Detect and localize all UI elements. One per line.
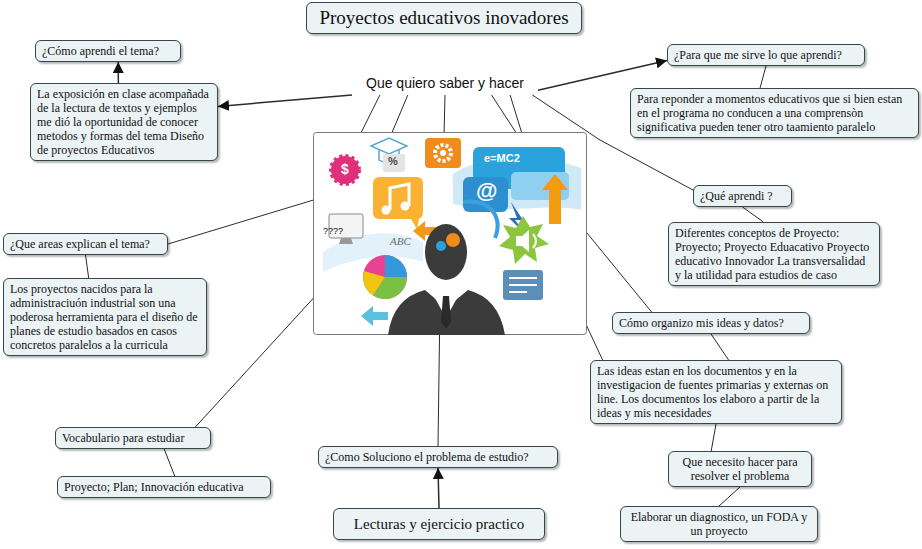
illustration-shape [440,150,446,156]
concept-box: Lecturas y ejercicio practico [333,508,545,540]
illustration-shape [390,184,409,210]
node-text: Proyectos educativos inovadores [313,6,575,30]
connector [711,334,729,360]
illustration-shape [503,270,543,300]
node-text: La exposición en clase acompañada de la … [37,87,211,157]
connector [760,66,766,88]
node-text: ¿Para que me sirve lo que aprendi? [674,48,858,62]
illustration-shape [463,201,497,238]
concept-box: ¿Qué aprendi ? [693,185,792,207]
connector [438,468,439,508]
illustration-shape [314,133,587,335]
illustration-text: % [388,155,398,167]
concept-box: ¿Que areas explican el tema? [3,233,168,255]
illustration-shape [446,233,460,247]
node-text: ¿Cómo aprendi el tema? [42,44,174,58]
node-text: Los proyectos nacidos para la administra… [10,282,200,352]
node-text: ¿Qué aprendi ? [700,189,785,203]
illustration-text: e=MC2 [484,152,520,164]
illustration-shape [533,234,536,248]
node-text: ¿Como Soluciono el problema de estudio? [325,450,551,464]
illustration-text: @ [476,178,497,204]
illustration-shape [516,230,529,252]
node-text: ¿Que areas explican el tema? [10,237,161,251]
node-text: Que quiero saber y hacer [358,74,532,92]
illustration-shape [363,255,407,299]
illustration-text: ABC [390,235,411,247]
connector [86,255,89,278]
connector [218,95,352,106]
illustration-shape [383,154,405,172]
node-text: Que necesito hacer para resolver el prob… [675,455,805,483]
illustration-shape [385,255,407,277]
connector [117,62,119,83]
concept-box: Los proyectos nacidos para la administra… [3,278,207,356]
node-text: Vocabulario para estudiar [62,431,204,445]
concept-box: Vocabulario para estudiar [55,427,211,449]
illustration-shape [373,177,423,219]
connector [719,487,740,506]
illustration-text: $ [341,161,349,177]
concept-box: Elaborar un diagnostico, un FODA y un pr… [620,506,818,542]
node-text: Cómo organizo mis ideas y datos? [619,316,803,330]
concept-box: Proyecto; Plan; Innovación educativa [57,476,271,498]
illustration-shape [499,216,549,264]
concept-box: Proyectos educativos inovadores [306,2,582,34]
concept-box: ¿Para que me sirve lo que aprendi? [667,44,865,66]
illustration-shape [425,138,461,168]
illustration-shape [388,290,505,335]
concept-box: Para reponder a momentos educativos que … [630,88,919,138]
illustration-shape [331,156,359,184]
node-text: Proyecto; Plan; Innovación educativa [64,480,264,494]
connector [538,61,667,91]
node-text: Diferentes conceptos de Proyecto: Proyec… [675,226,873,282]
illustration-shape [339,238,353,244]
illustration-shape [509,278,537,292]
connector [711,424,716,451]
concept-box: ¿Como Soluciono el problema de estudio? [318,446,558,468]
illustration-shape [382,206,391,215]
concept-box: ¿Cómo aprendi el tema? [35,40,181,62]
node-text: Lecturas y ejercicio practico [340,514,538,534]
concept-box: Que necesito hacer para resolver el prob… [668,451,812,487]
illustration-shape [435,145,451,161]
illustration-text: ???? [323,226,343,236]
concept-box: La exposición en clase acompañada de la … [30,83,218,161]
concept-box: Cómo organizo mis ideas y datos? [612,312,810,334]
illustration-shape [441,296,451,329]
illustration-shape [401,202,410,211]
node-text: Las ideas estan en los documentos y en l… [597,364,835,420]
concept-box: Diferentes conceptos de Proyecto: Proyec… [668,222,880,286]
connector [743,207,764,222]
hub-concept: Que quiero saber y hacer [352,71,538,95]
illustration-shape [363,271,385,296]
illustration-shape [425,224,467,280]
illustration-shape [436,241,446,251]
node-text: Elaborar un diagnostico, un FODA y un pr… [627,510,811,538]
concept-box: Las ideas estan en los documentos y en l… [590,360,842,424]
illustration-shape [542,174,568,224]
node-text: Para reponder a momentos educativos que … [637,92,912,134]
illustration-shape [361,306,388,326]
illustration [313,132,587,335]
connector [164,449,175,476]
